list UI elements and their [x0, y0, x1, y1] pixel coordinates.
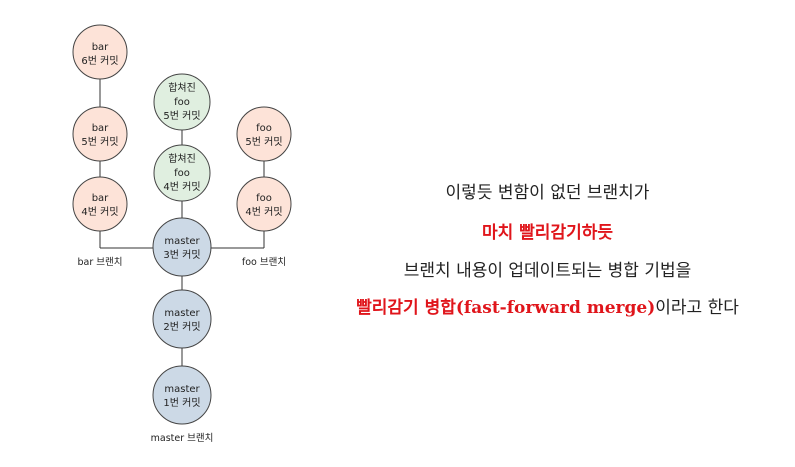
commit-master-2: master 2번 커밋	[152, 289, 212, 349]
svg-text:foo: foo	[256, 193, 272, 204]
svg-text:foo: foo	[256, 123, 272, 134]
svg-text:합쳐진: 합쳐진	[168, 82, 196, 94]
svg-text:4번 커밋: 4번 커밋	[81, 206, 118, 218]
svg-text:master: master	[164, 236, 200, 247]
branch-label-bar: bar 브랜치	[78, 256, 123, 268]
svg-text:6번 커밋: 6번 커밋	[81, 55, 118, 67]
svg-text:합쳐진: 합쳐진	[168, 153, 196, 165]
commit-master-1: master 1번 커밋	[152, 365, 212, 425]
commit-merged-foo-4: 합쳐진 foo 4번 커밋	[153, 144, 211, 202]
branch-label-foo: foo 브랜치	[242, 256, 286, 268]
description-line-4-rest: 이라고 한다	[655, 298, 739, 318]
commit-bar-6: bar 6번 커밋	[72, 24, 128, 80]
svg-text:bar: bar	[92, 193, 109, 204]
svg-text:bar: bar	[92, 123, 109, 134]
description-line-1: 이렇듯 변함이 없던 브랜치가	[445, 183, 650, 203]
branch-label-master: master 브랜치	[151, 432, 214, 444]
description-line-4: 빨리감기 병합(fast-forward merge)이라고 한다	[300, 293, 795, 318]
commit-merged-foo-5: 합쳐진 foo 5번 커밋	[153, 73, 211, 131]
svg-text:5번 커밋: 5번 커밋	[245, 136, 282, 148]
commit-master-3: master 3번 커밋	[152, 217, 212, 277]
commit-foo-5: foo 5번 커밋	[236, 106, 292, 162]
commit-bar-4: bar 4번 커밋	[72, 176, 128, 232]
svg-text:bar: bar	[92, 42, 109, 53]
svg-text:5번 커밋: 5번 커밋	[81, 136, 118, 148]
description-line-3: 브랜치 내용이 업데이트되는 병합 기법을	[403, 261, 692, 281]
svg-text:foo: foo	[174, 168, 190, 179]
svg-text:3번 커밋: 3번 커밋	[163, 249, 200, 261]
svg-text:foo: foo	[174, 97, 190, 108]
svg-text:5번 커밋: 5번 커밋	[163, 110, 200, 122]
svg-text:master: master	[164, 384, 200, 395]
svg-text:2번 커밋: 2번 커밋	[163, 321, 200, 333]
svg-text:1번 커밋: 1번 커밋	[163, 397, 200, 409]
commit-foo-4: foo 4번 커밋	[236, 176, 292, 232]
svg-text:master: master	[164, 308, 200, 319]
svg-text:4번 커밋: 4번 커밋	[163, 181, 200, 193]
fast-forward-merge-term: 빨리감기 병합(fast-forward merge)	[356, 298, 656, 318]
description-line-2: 마치 빨리감기하듯	[481, 223, 614, 243]
commit-bar-5: bar 5번 커밋	[72, 106, 128, 162]
svg-text:4번 커밋: 4번 커밋	[245, 206, 282, 218]
